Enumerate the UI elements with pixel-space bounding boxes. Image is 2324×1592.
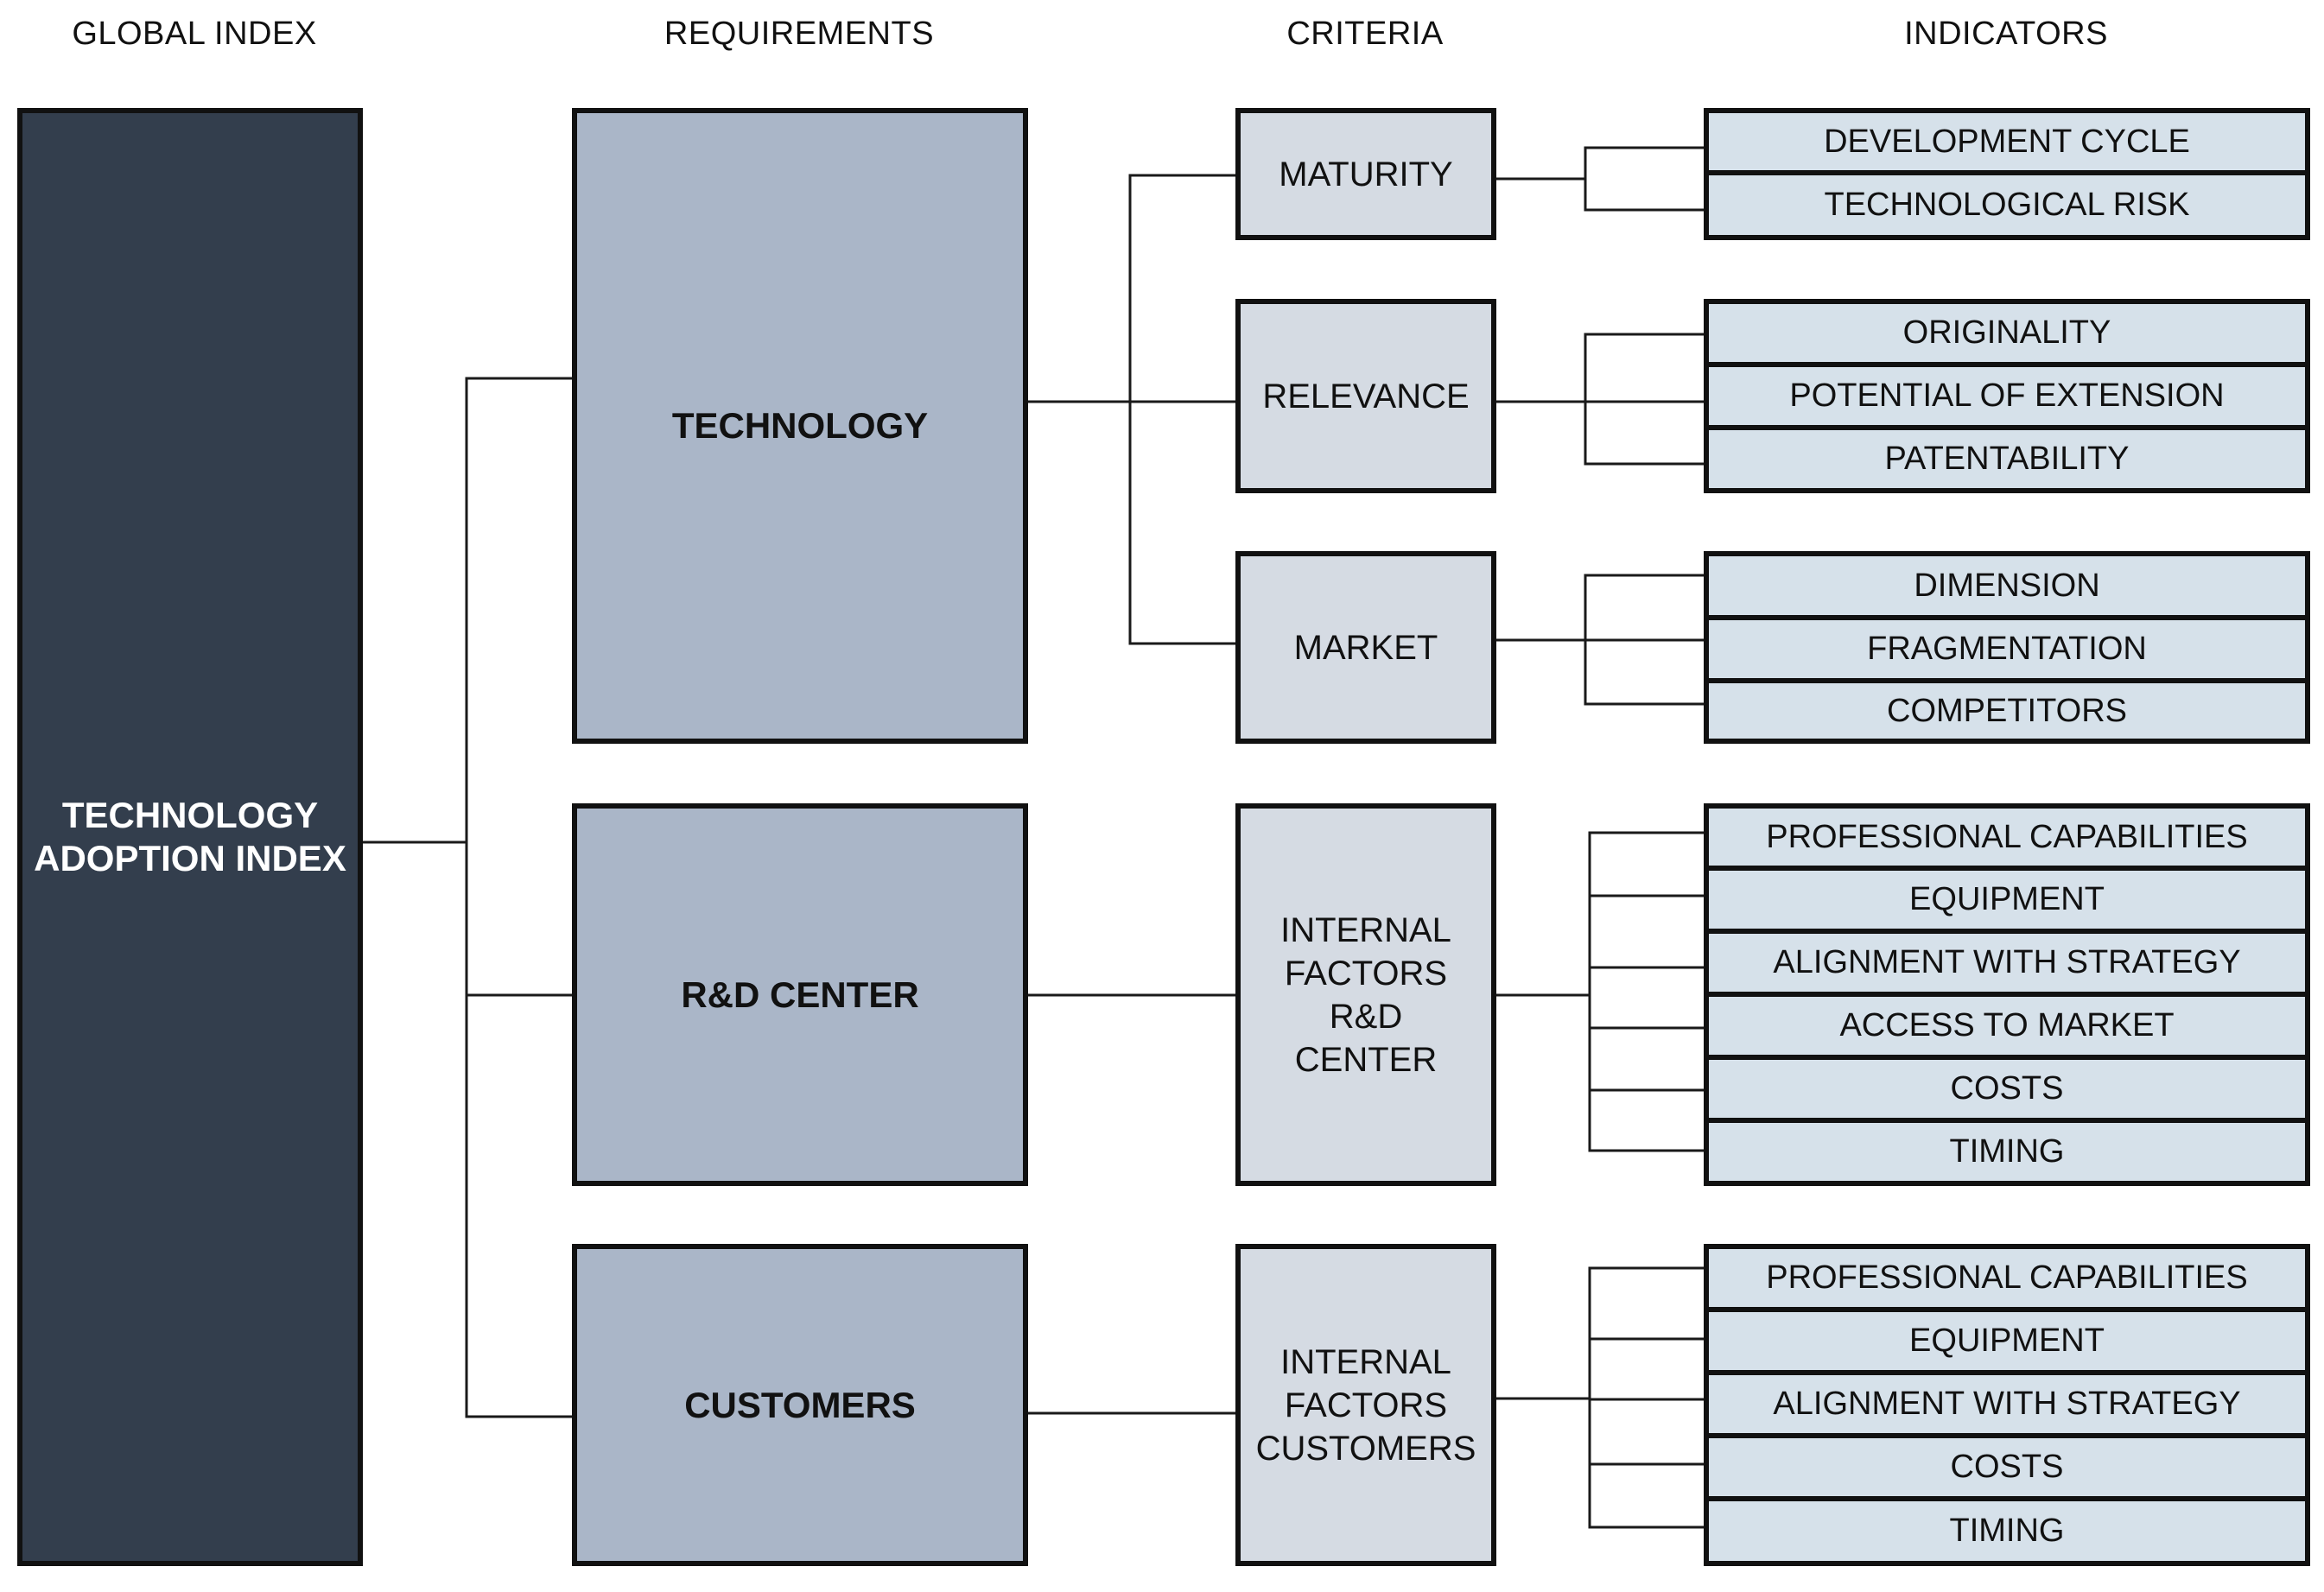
indicator-box: COSTS: [1704, 1433, 2310, 1501]
indicator-box: FRAGMENTATION: [1704, 615, 2310, 683]
indicator-label: ALIGNMENT WITH STRATEGY: [1773, 1386, 2241, 1422]
indicator-label: POTENTIAL OF EXTENSION: [1789, 377, 2225, 414]
indicator-label: TECHNOLOGICAL RISK: [1824, 187, 2190, 223]
indicator-box: PROFESSIONAL CAPABILITIES: [1704, 803, 2310, 871]
indicator-label: FRAGMENTATION: [1867, 631, 2147, 667]
indicator-box: DEVELOPMENT CYCLE: [1704, 108, 2310, 175]
criteria-internal-factors-rd-center: INTERNAL FACTORS R&D CENTER: [1235, 803, 1496, 1186]
indicator-box: PATENTABILITY: [1704, 425, 2310, 493]
indicator-label: DEVELOPMENT CYCLE: [1824, 123, 2190, 160]
header-requirements: REQUIREMENTS: [664, 16, 935, 52]
indicator-box: DIMENSION: [1704, 551, 2310, 620]
indicator-label: COMPETITORS: [1887, 692, 2127, 729]
indicator-label: TIMING: [1949, 1513, 2065, 1549]
criteria-label: MARKET: [1293, 628, 1438, 667]
criteria-market: MARKET: [1235, 551, 1496, 744]
header-criteria: CRITERIA: [1286, 16, 1444, 52]
indicator-box: COSTS: [1704, 1055, 2310, 1123]
indicator-label: ACCESS TO MARKET: [1839, 1007, 2175, 1043]
header-indicators: INDICATORS: [1904, 16, 2108, 52]
indicator-label: COSTS: [1950, 1070, 2064, 1107]
indicator-box: POTENTIAL OF EXTENSION: [1704, 362, 2310, 430]
criteria-label: RELEVANCE: [1262, 377, 1470, 415]
indicator-box: TECHNOLOGICAL RISK: [1704, 170, 2310, 240]
requirement-label: CUSTOMERS: [684, 1384, 916, 1425]
indicator-label: EQUIPMENT: [1909, 1322, 2105, 1359]
indicator-box: ORIGINALITY: [1704, 299, 2310, 367]
indicator-box: COMPETITORS: [1704, 678, 2310, 744]
indicator-box: EQUIPMENT: [1704, 866, 2310, 934]
indicator-label: COSTS: [1950, 1449, 2064, 1485]
indicator-box: EQUIPMENT: [1704, 1307, 2310, 1375]
indicator-box: TIMING: [1704, 1118, 2310, 1186]
indicator-label: ALIGNMENT WITH STRATEGY: [1773, 944, 2241, 980]
criteria-internal-factors-customers: INTERNAL FACTORS CUSTOMERS: [1235, 1244, 1496, 1566]
indicator-label: DIMENSION: [1914, 567, 2100, 604]
global-index-box: TECHNOLOGY ADOPTION INDEX: [17, 108, 363, 1566]
criteria-relevance: RELEVANCE: [1235, 299, 1496, 493]
indicator-label: ORIGINALITY: [1902, 314, 2111, 351]
indicator-box: PROFESSIONAL CAPABILITIES: [1704, 1244, 2310, 1312]
indicator-label: PROFESSIONAL CAPABILITIES: [1766, 1259, 2248, 1296]
criteria-label: INTERNAL FACTORS R&D CENTER: [1280, 910, 1451, 1079]
header-global-index: GLOBAL INDEX: [72, 16, 317, 52]
indicator-label: EQUIPMENT: [1909, 881, 2105, 917]
indicator-box: ALIGNMENT WITH STRATEGY: [1704, 929, 2310, 997]
requirement-rd-center: R&D CENTER: [572, 803, 1028, 1186]
criteria-label: MATURITY: [1279, 155, 1453, 193]
requirement-customers: CUSTOMERS: [572, 1244, 1028, 1566]
requirement-technology: TECHNOLOGY: [572, 108, 1028, 744]
indicator-label: PROFESSIONAL CAPABILITIES: [1766, 818, 2248, 855]
indicator-box: TIMING: [1704, 1496, 2310, 1566]
criteria-maturity: MATURITY: [1235, 108, 1496, 240]
indicator-box: ALIGNMENT WITH STRATEGY: [1704, 1370, 2310, 1438]
requirement-label: TECHNOLOGY: [671, 405, 929, 446]
indicator-box: ACCESS TO MARKET: [1704, 992, 2310, 1060]
indicator-label: TIMING: [1949, 1133, 2065, 1170]
global-index-label: TECHNOLOGY ADOPTION INDEX: [34, 794, 346, 878]
indicator-label: PATENTABILITY: [1884, 441, 2130, 477]
criteria-label: INTERNAL FACTORS CUSTOMERS: [1255, 1342, 1476, 1468]
requirement-label: R&D CENTER: [681, 974, 919, 1015]
